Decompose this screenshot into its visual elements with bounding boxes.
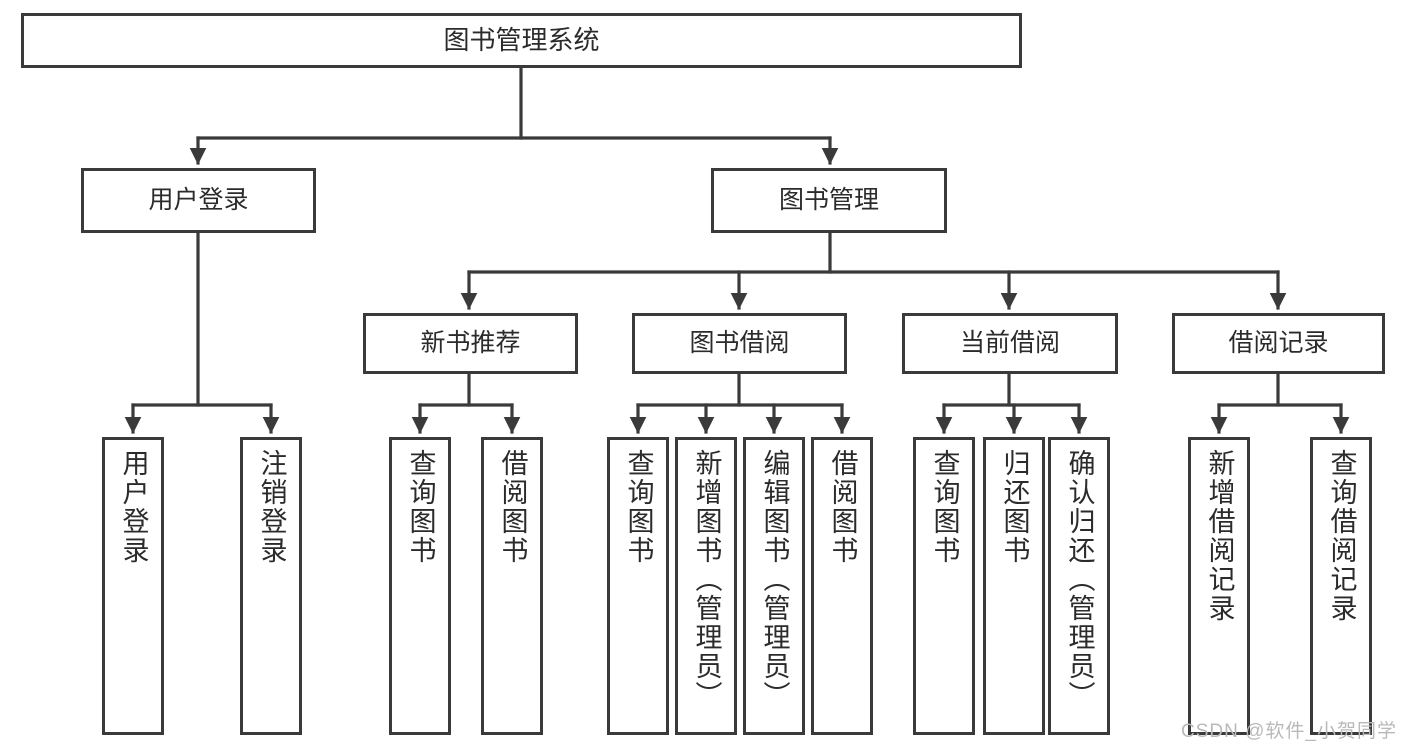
node-leaf-3[interactable]: 查询图书 <box>389 437 451 735</box>
node-root-label: 图书管理系统 <box>443 25 600 56</box>
node-leaf-2[interactable]: 注销登录 <box>240 437 302 735</box>
node-user-login-label: 用户登录 <box>148 185 249 214</box>
node-leaf-8[interactable]: 借阅图书 <box>811 437 873 735</box>
node-leaf-12-label: 新增借阅记录 <box>1204 449 1235 623</box>
node-leaf-12[interactable]: 新增借阅记录 <box>1188 437 1250 735</box>
node-new-book-rec[interactable]: 新书推荐 <box>363 313 578 374</box>
node-book-manage[interactable]: 图书管理 <box>711 168 947 233</box>
node-leaf-4[interactable]: 借阅图书 <box>481 437 543 735</box>
node-leaf-7-label: 编辑图书（管理员） <box>759 449 790 710</box>
node-leaf-5[interactable]: 查询图书 <box>607 437 669 735</box>
node-leaf-1[interactable]: 用户登录 <box>102 437 164 735</box>
node-root[interactable]: 图书管理系统 <box>21 13 1022 68</box>
node-current-borrow-label: 当前借阅 <box>959 328 1060 357</box>
node-leaf-9-label: 查询图书 <box>929 449 960 565</box>
node-leaf-10-label: 归还图书 <box>999 449 1030 565</box>
node-leaf-1-label: 用户登录 <box>118 449 149 565</box>
node-book-manage-label: 图书管理 <box>778 185 879 214</box>
node-book-borrow-label: 图书借阅 <box>689 328 790 357</box>
node-leaf-6-label: 新增图书（管理员） <box>691 449 722 710</box>
node-leaf-10[interactable]: 归还图书 <box>983 437 1045 735</box>
node-book-borrow[interactable]: 图书借阅 <box>632 313 847 374</box>
node-leaf-3-label: 查询图书 <box>405 449 436 565</box>
node-leaf-8-label: 借阅图书 <box>827 449 858 565</box>
node-borrow-record[interactable]: 借阅记录 <box>1172 313 1385 374</box>
node-leaf-4-label: 借阅图书 <box>497 449 528 565</box>
node-user-login[interactable]: 用户登录 <box>81 168 316 233</box>
node-leaf-5-label: 查询图书 <box>623 449 654 565</box>
node-leaf-2-label: 注销登录 <box>256 449 287 565</box>
node-leaf-7[interactable]: 编辑图书（管理员） <box>743 437 805 735</box>
node-leaf-11-label: 确认归还（管理员） <box>1064 449 1095 710</box>
node-borrow-record-label: 借阅记录 <box>1228 328 1329 357</box>
node-leaf-13-label: 查询借阅记录 <box>1326 449 1357 623</box>
node-current-borrow[interactable]: 当前借阅 <box>902 313 1118 374</box>
node-leaf-11[interactable]: 确认归还（管理员） <box>1048 437 1110 735</box>
node-leaf-6[interactable]: 新增图书（管理员） <box>675 437 737 735</box>
node-leaf-13[interactable]: 查询借阅记录 <box>1310 437 1372 735</box>
node-new-book-rec-label: 新书推荐 <box>420 328 521 357</box>
node-leaf-9[interactable]: 查询图书 <box>913 437 975 735</box>
